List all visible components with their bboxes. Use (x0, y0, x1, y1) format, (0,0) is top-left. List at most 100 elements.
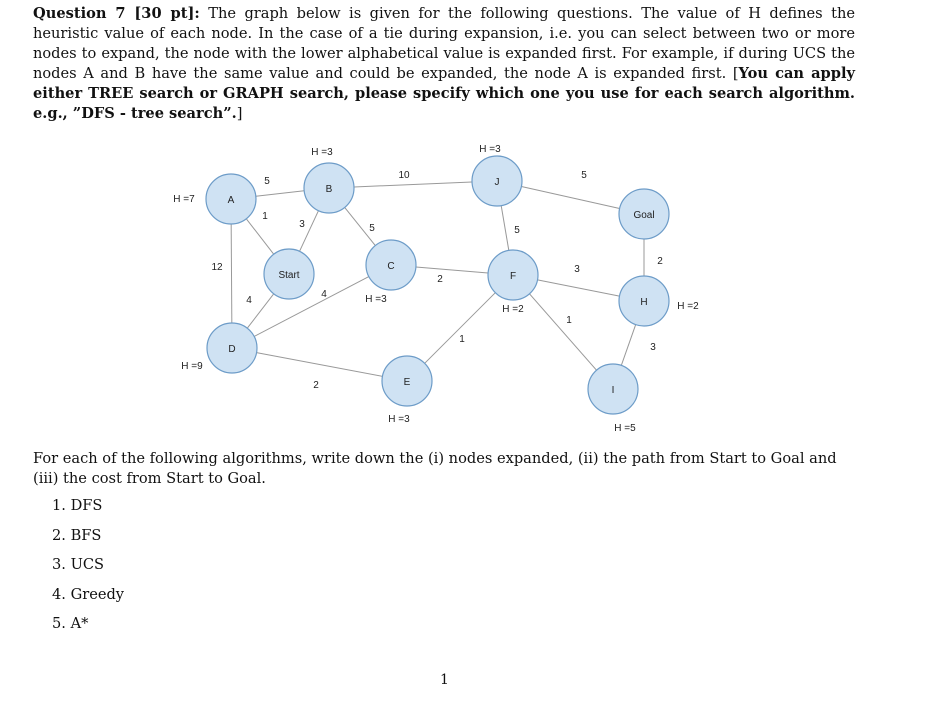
node-label: Goal (633, 210, 654, 221)
node-label: H (640, 297, 647, 308)
edge-j-f: 5 (500, 205, 520, 251)
edge-weight: 5 (264, 176, 270, 187)
edge-h-i: 3 (620, 324, 656, 366)
algorithm-item-bfs: 2. BFS (52, 526, 102, 544)
node-e: E (381, 355, 433, 407)
edge-weight: 1 (459, 334, 465, 345)
node-label: E (404, 377, 411, 388)
heuristic-label-f: H =2 (502, 304, 524, 315)
algorithm-item-greedy: 4. Greedy (52, 585, 125, 603)
node-circle (618, 188, 670, 240)
edge-weight: 12 (211, 262, 223, 273)
edge-line (253, 276, 370, 337)
node-h: H (618, 275, 670, 327)
edge-b-start: 3 (299, 210, 319, 252)
edge-weight: 2 (657, 256, 663, 267)
algorithm-list: 1. DFS 2. BFS 3. UCS 4. Greedy 5. A* (52, 496, 124, 644)
edge-weight: 2 (437, 274, 443, 285)
edge-weight: 3 (650, 342, 656, 353)
edge-f-i: 1 (529, 293, 597, 371)
edge-weight: 5 (581, 170, 587, 181)
edge-weight: 10 (398, 170, 410, 181)
edge-start-d: 4 (246, 293, 275, 329)
algorithm-item-astar: 5. A* (52, 615, 89, 632)
node-b: B (303, 162, 355, 214)
question-number: Question 7 [30 pt]: (33, 5, 200, 22)
edge-c-f: 2 (415, 266, 489, 285)
edge-line (537, 279, 620, 297)
heuristic-label-b: H =3 (311, 147, 333, 158)
edge-line (256, 352, 383, 377)
edge-weight: 3 (574, 264, 580, 275)
edge-weight: 1 (262, 211, 268, 222)
edge-line (230, 223, 233, 324)
heuristic-label-j: H =3 (479, 144, 501, 155)
node-circle (205, 173, 257, 225)
edge-weight: 5 (369, 223, 375, 234)
node-label: I (612, 385, 615, 396)
heuristic-label-c: H =3 (365, 294, 387, 305)
algorithm-item-dfs: 1. DFS (52, 497, 103, 514)
edge-a-d: 12 (211, 223, 233, 324)
edge-line (299, 210, 319, 252)
question-text: Question 7 [30 pt]: The graph below is g… (33, 4, 855, 124)
edge-d-e: 2 (256, 352, 383, 391)
edge-f-h: 3 (537, 264, 620, 297)
node-label: J (495, 177, 500, 188)
edge-weight: 3 (299, 219, 305, 230)
edge-goal-h: 2 (643, 239, 663, 276)
question-bold-note: You can apply either TREE search or GRAP… (33, 65, 855, 122)
edge-line (620, 324, 637, 366)
node-circle (618, 275, 670, 327)
node-c: C (365, 239, 417, 291)
edge-j-goal: 5 (521, 170, 620, 210)
edge-b-c: 5 (344, 207, 376, 246)
node-label: Start (278, 270, 299, 281)
node-circle (587, 363, 639, 415)
edge-b-j: 10 (353, 170, 473, 188)
edge-e-f: 1 (424, 292, 496, 364)
heuristic-label-h: H =2 (677, 301, 699, 312)
node-a: A (205, 173, 257, 225)
heuristic-label-a: H =7 (173, 194, 195, 205)
edge-weight: 2 (313, 380, 319, 391)
question-intro: The graph below is given for the followi… (33, 5, 855, 82)
edge-line (521, 185, 620, 210)
node-circle (471, 155, 523, 207)
node-goal: Goal (618, 188, 670, 240)
node-label: F (510, 271, 516, 282)
node-circle (206, 322, 258, 374)
instructions-text: For each of the following algorithms, wr… (33, 450, 837, 487)
algorithm-item-ucs: 3. UCS (52, 556, 105, 573)
node-i: I (587, 363, 639, 415)
node-d: D (206, 322, 258, 374)
edge-line (353, 181, 473, 188)
edge-weight: 1 (566, 315, 572, 326)
edge-line (344, 207, 376, 246)
edge-line (245, 218, 275, 255)
edge-a-b: 5 (255, 176, 305, 197)
node-f: F (487, 249, 539, 301)
edge-weight: 4 (321, 289, 327, 300)
edge-line (246, 293, 275, 329)
heuristic-label-e: H =3 (388, 414, 410, 425)
node-label: B (326, 184, 333, 195)
edge-d-c: 4 (253, 276, 370, 337)
edge-line (500, 205, 510, 251)
question-close-bracket: ] (236, 105, 243, 122)
node-circle (381, 355, 433, 407)
edge-weight: 5 (514, 225, 520, 236)
node-start: Start (263, 248, 315, 300)
heuristic-label-d: H =9 (181, 361, 203, 372)
edge-weight: 4 (246, 295, 252, 306)
edge-line (255, 190, 305, 197)
node-circle (303, 162, 355, 214)
edge-a-start: 1 (245, 211, 275, 255)
edge-line (415, 266, 489, 274)
node-circle (263, 248, 315, 300)
node-label: C (387, 261, 394, 272)
